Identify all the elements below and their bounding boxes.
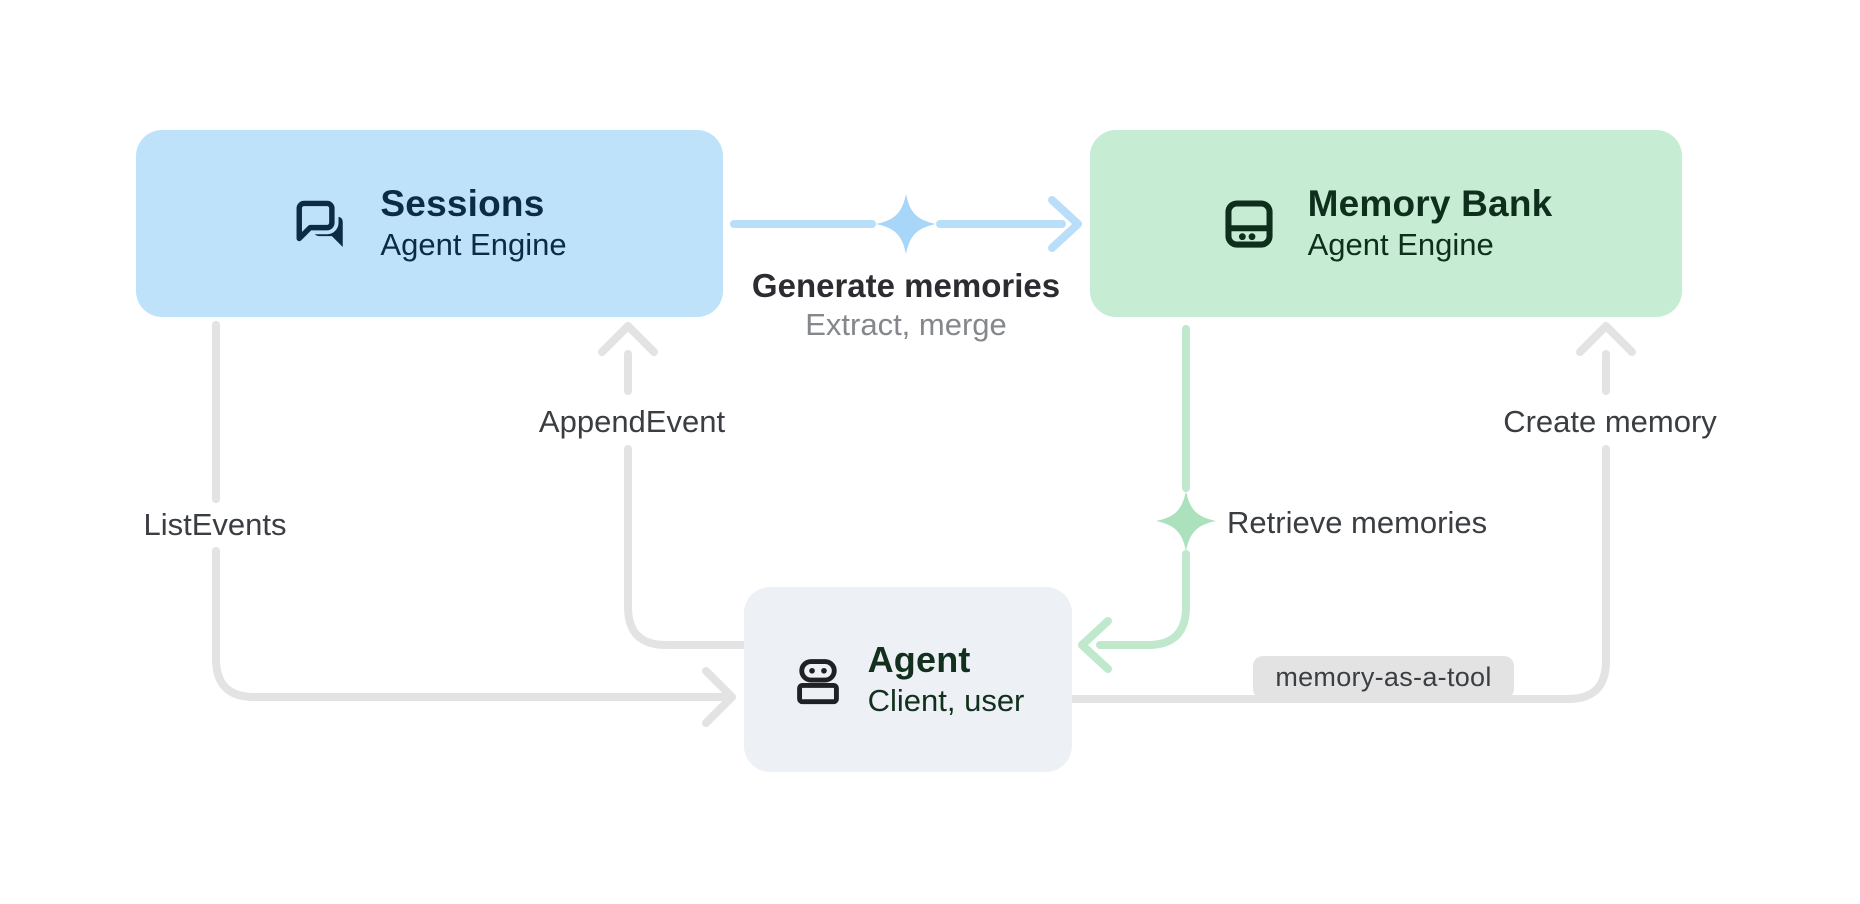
arrowhead-right-icon <box>702 667 736 727</box>
generate-memories-label: Generate memories <box>751 267 1061 304</box>
arrowhead-up-icon <box>598 322 658 356</box>
append-event-arrow <box>598 322 748 649</box>
create-memory-label: Create memory <box>1503 404 1717 439</box>
list-events-arrow <box>212 321 736 727</box>
memory-bank-node: Memory Bank Agent Engine <box>1090 130 1682 317</box>
list-events-label: ListEvents <box>143 507 287 542</box>
sessions-node: Sessions Agent Engine <box>136 130 723 317</box>
chat-bubbles-icon <box>293 196 344 247</box>
memory-as-a-tool-badge: memory-as-a-tool <box>1253 656 1514 699</box>
agent-node: Agent Client, user <box>744 587 1072 772</box>
retrieve-memories-label: Retrieve memories <box>1227 505 1488 540</box>
sparkle-icon <box>1156 491 1216 551</box>
agent-title: Agent <box>867 639 971 680</box>
memory-bank-title: Memory Bank <box>1307 183 1553 224</box>
memory-bank-subtitle: Agent Engine <box>1307 227 1494 262</box>
robot-icon <box>796 658 839 704</box>
sessions-title: Sessions <box>380 183 545 224</box>
arrowhead-up-icon <box>1576 322 1636 356</box>
generate-memories-arrow <box>730 196 1082 252</box>
sessions-subtitle: Agent Engine <box>380 227 567 262</box>
arrowhead-left-icon <box>1078 617 1112 673</box>
agent-subtitle: Client, user <box>867 683 1025 718</box>
create-memory-arrow <box>1068 322 1636 703</box>
retrieve-memories-arrow <box>1078 325 1190 673</box>
storage-icon <box>1225 199 1273 248</box>
append-event-label: AppendEvent <box>538 404 726 439</box>
extract-merge-label: Extract, merge <box>805 307 1007 342</box>
sparkle-icon <box>876 194 936 254</box>
arrowhead-right-icon <box>1048 196 1082 252</box>
